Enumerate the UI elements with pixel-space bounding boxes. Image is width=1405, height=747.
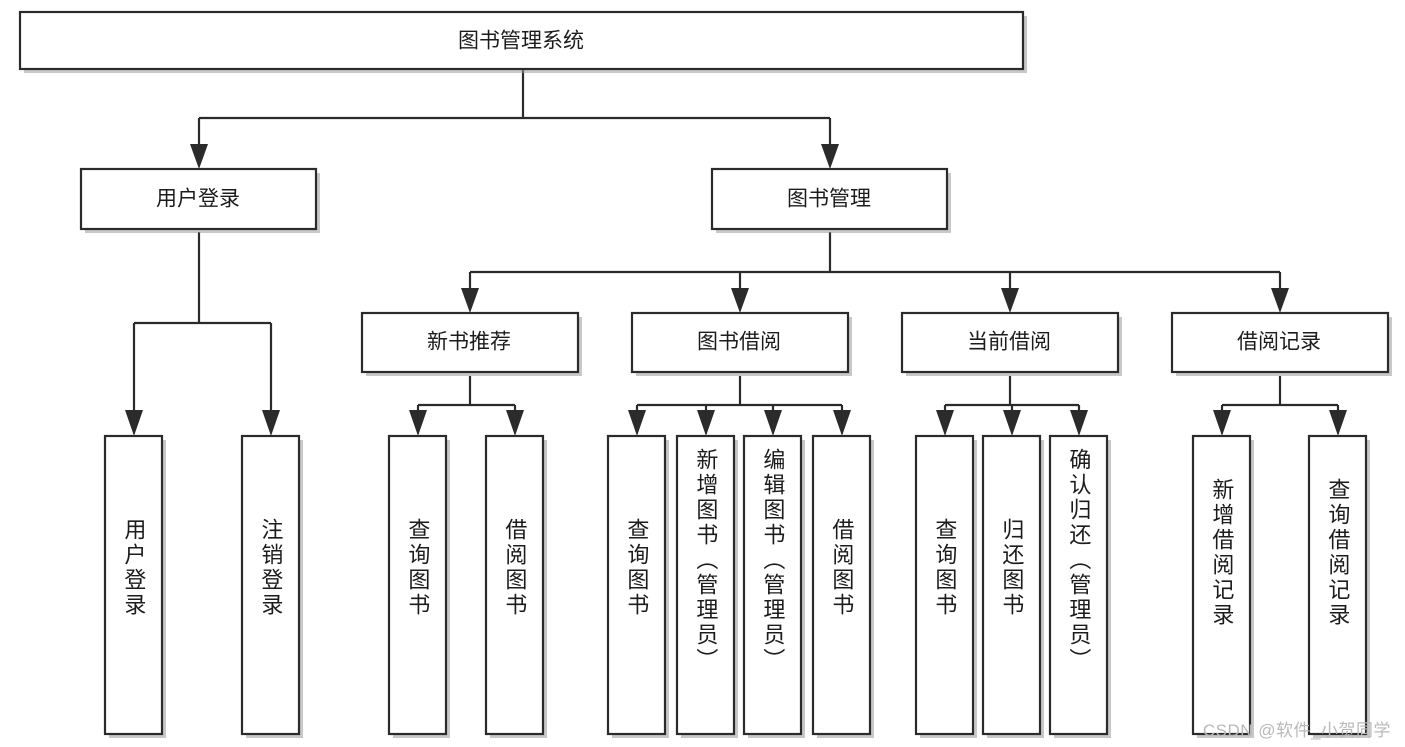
leaf-user-login-0-box[interactable] <box>103 434 164 736</box>
node-root-box[interactable] <box>18 10 1025 71</box>
arrow-user-login-child-1 <box>262 410 280 436</box>
leaf-current-borrow-0-box[interactable] <box>914 434 975 736</box>
arrow-book-borrow-child-1 <box>697 410 715 436</box>
leaf-group-borrow-record <box>1191 434 1370 738</box>
leaf-current-borrow-2-box[interactable] <box>1048 434 1109 736</box>
node-book-borrow-label: 图书借阅 <box>697 331 781 354</box>
edge-group-user-login <box>125 232 280 436</box>
arrow-current-borrow-child-2 <box>1070 410 1088 436</box>
node-new-book-recommend-label: 新书推荐 <box>427 331 511 354</box>
arrow-user-login-child-0 <box>125 410 143 436</box>
arrow-book-manage-child-0 <box>461 288 479 313</box>
arrow-new-book-child-1 <box>506 410 524 436</box>
node-borrow-record-label: 借阅记录 <box>1237 331 1321 354</box>
node-root-label: 图书管理系统 <box>458 30 584 53</box>
node-new-book-recommend-box[interactable] <box>360 311 580 374</box>
leaf-book-borrow-0-box[interactable] <box>606 434 667 736</box>
edge-group-book-borrow <box>628 376 851 436</box>
node-user-login-label: 用户登录 <box>156 188 240 211</box>
leaf-group-new-book-recommend <box>387 434 547 738</box>
edge-group-current-borrow <box>936 376 1088 436</box>
leaf-group-current-borrow <box>914 434 1111 738</box>
edge-group-book-manage <box>461 232 1289 313</box>
node-user-login-box[interactable] <box>79 167 318 231</box>
leaf-new-book-1-box[interactable] <box>484 434 545 736</box>
arrow-borrow-record-child-1 <box>1329 410 1347 436</box>
arrow-current-borrow-child-0 <box>936 410 954 436</box>
node-book-borrow-box[interactable] <box>630 311 850 374</box>
leaf-current-borrow-1-box[interactable] <box>981 434 1042 736</box>
leaf-book-borrow-1-box[interactable] <box>675 434 736 736</box>
arrow-borrow-record-child-0 <box>1213 410 1231 436</box>
leaf-book-borrow-3-box[interactable] <box>811 434 872 736</box>
leaf-borrow-record-1-box[interactable] <box>1307 434 1368 736</box>
node-book-manage[interactable]: 图书管理 <box>710 167 951 233</box>
arrow-current-borrow-child-1 <box>1003 410 1021 436</box>
leaf-group-book-borrow <box>606 434 874 738</box>
arrow-book-manage-child-1 <box>731 288 749 313</box>
arrow-book-borrow-child-3 <box>833 410 851 436</box>
arrow-book-manage-child-3 <box>1271 288 1289 313</box>
node-root[interactable]: 图书管理系统 <box>18 10 1027 73</box>
arrow-book-borrow-child-2 <box>764 410 782 436</box>
node-book-manage-label: 图书管理 <box>787 188 871 211</box>
node-current-borrow-label: 当前借阅 <box>967 331 1051 354</box>
node-book-manage-box[interactable] <box>710 167 949 231</box>
arrow-book-borrow-child-0 <box>628 410 646 436</box>
node-book-borrow[interactable]: 图书借阅 <box>630 311 852 376</box>
node-current-borrow-box[interactable] <box>900 311 1120 374</box>
node-new-book-recommend[interactable]: 新书推荐 <box>360 311 582 376</box>
leaf-borrow-record-0-box[interactable] <box>1191 434 1252 736</box>
arrow-root-to-user-login <box>190 144 208 169</box>
arrow-book-manage-child-2 <box>1001 288 1019 313</box>
arrow-root-to-book-manage <box>821 144 839 169</box>
node-borrow-record-box[interactable] <box>1170 311 1390 374</box>
node-user-login[interactable]: 用户登录 <box>79 167 320 233</box>
node-borrow-record[interactable]: 借阅记录 <box>1170 311 1392 376</box>
leaf-new-book-0-box[interactable] <box>387 434 448 736</box>
edge-group-borrow-record <box>1213 376 1347 436</box>
arrow-new-book-child-0 <box>409 410 427 436</box>
edge-group-root <box>190 70 839 169</box>
edge-group-new-book-recommend <box>409 376 524 436</box>
leaf-user-login-1-box[interactable] <box>240 434 301 736</box>
node-current-borrow[interactable]: 当前借阅 <box>900 311 1122 376</box>
leaf-group-user-login <box>103 434 303 738</box>
leaf-book-borrow-2-box[interactable] <box>742 434 803 736</box>
